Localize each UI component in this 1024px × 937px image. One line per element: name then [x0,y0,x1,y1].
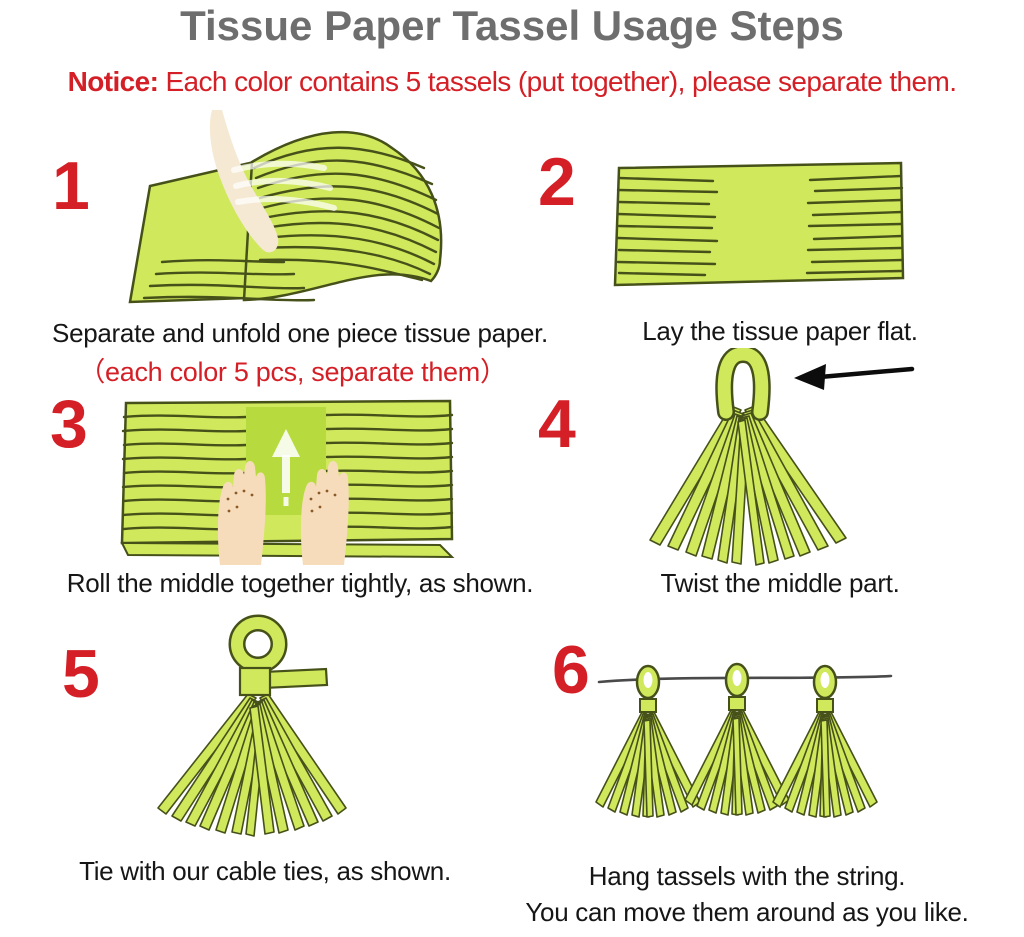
left-hand [217,461,266,565]
step-6-caption-line1: Hang tassels with the string. [588,861,906,891]
notice-label: Notice: [67,66,159,97]
step-6-number: 6 [552,632,590,708]
step-1-illustration-hand-separating-tissue [128,110,443,304]
tassel-2 [683,662,791,817]
step-5-illustration-tassel-with-cable-tie [157,614,347,837]
step-2-caption: Lay the tissue paper flat. [642,316,918,346]
notice-line: Notice: Each color contains 5 tassels (p… [0,66,1024,98]
step-1-number: 1 [52,148,90,224]
step-4-number: 4 [538,386,576,462]
right-hand [300,461,349,565]
step-6-caption: Hang tassels with the string. You can mo… [485,858,1009,930]
step-1-caption: Separate and unfold one piece tissue pap… [52,318,548,348]
notice-text: Each color contains 5 tassels (put toget… [158,66,957,97]
step-5-number: 5 [62,636,100,712]
step-3-caption: Roll the middle together tightly, as sho… [66,568,534,598]
step-2-number: 2 [538,144,576,220]
step-4-caption: Twist the middle part. [660,568,900,598]
step-6-caption-line2: You can move them around as you like. [525,897,969,927]
arrow-icon [794,364,915,390]
tassel-1 [595,664,702,819]
step-3-illustration-hands-rolling-middle [120,399,455,565]
step-2-illustration-flat-fringed-sheet [613,161,905,287]
step-5-caption: Tie with our cable ties, as shown. [79,856,451,886]
step-3-number: 3 [50,386,88,462]
step-1-subcaption: （each color 5 pcs, separate them） [78,357,507,387]
step-6-illustration-tassels-on-string [595,662,893,819]
tassel-3 [771,664,879,819]
step-4-illustration-twisted-tassel [649,348,915,566]
page-title: Tissue Paper Tassel Usage Steps [180,2,844,49]
